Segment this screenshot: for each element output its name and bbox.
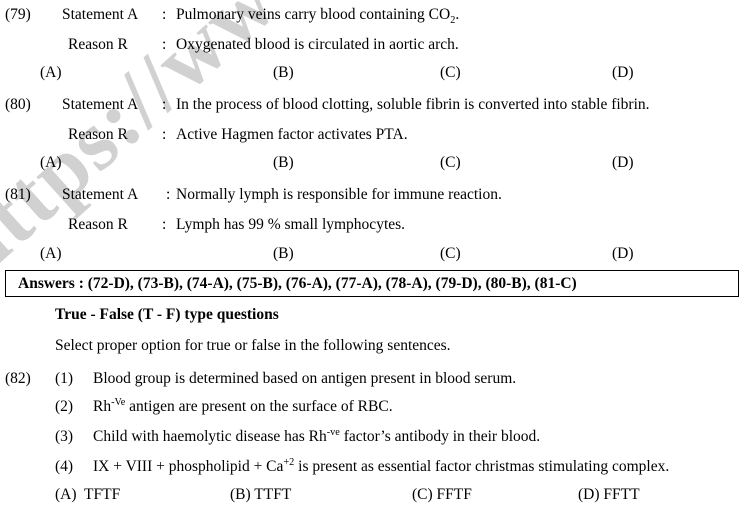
answers-box: Answers : (72-D), (73-B), (74-A), (75-B)… xyxy=(5,270,739,297)
reason-text-80: Active Hagmen factor activates PTA. xyxy=(176,126,408,143)
answer-option-row-82: (A) TFTF (B) TTFT (C) FFTF (D) FFTT xyxy=(0,486,746,508)
reason-text-81: Lymph has 99 % small lymphocytes. xyxy=(176,216,406,233)
option-d-80[interactable]: (D) xyxy=(612,154,634,171)
tf-item-number-3: (3) xyxy=(55,428,74,445)
statement-text-80: In the process of blood clotting, solubl… xyxy=(176,96,650,113)
option-row-81: (A) (B) (C) (D) xyxy=(0,245,746,265)
tf-item-text-3: Child with haemolytic disease has Rh-ve … xyxy=(93,426,541,445)
option-b-80[interactable]: (B) xyxy=(273,154,294,171)
answer-option-b-82[interactable]: (B) TTFT xyxy=(230,486,292,503)
statement-colon-81: : xyxy=(166,186,171,203)
reason-label-79: Reason R xyxy=(68,36,128,53)
tf-item-number-1: (1) xyxy=(55,370,74,387)
option-c-79[interactable]: (C) xyxy=(440,64,461,81)
option-b-81[interactable]: (B) xyxy=(273,245,294,262)
option-a-81[interactable]: (A) xyxy=(40,245,62,262)
reason-colon-81: : xyxy=(162,216,167,233)
option-b-79[interactable]: (B) xyxy=(273,64,294,81)
question-number-80: (80) xyxy=(5,96,31,113)
statement-colon-80: : xyxy=(162,96,167,113)
superscript-rh-negative-2: -Ve xyxy=(111,396,126,408)
question-number-79: (79) xyxy=(5,6,31,23)
superscript-calcium-charge: +2 xyxy=(283,456,295,468)
answer-option-c-82[interactable]: (C) FFTF xyxy=(412,486,472,503)
option-d-79[interactable]: (D) xyxy=(612,64,634,81)
statement-label-81: Statement A xyxy=(62,186,139,203)
superscript-rh-negative-3: -ve xyxy=(326,426,340,438)
option-a-80[interactable]: (A) xyxy=(40,154,62,171)
option-c-80[interactable]: (C) xyxy=(440,154,461,171)
statement-colon-79: : xyxy=(162,6,167,23)
reason-label-80: Reason R xyxy=(68,126,128,143)
statement-text-81: Normally lymph is responsible for immune… xyxy=(176,186,502,203)
question-number-81: (81) xyxy=(5,186,31,203)
subscript-co2: 2 xyxy=(450,15,456,27)
statement-label-79: Statement A xyxy=(62,6,139,23)
answer-option-d-82[interactable]: (D) FFTT xyxy=(578,486,640,503)
reason-label-81: Reason R xyxy=(68,216,128,233)
tf-item-number-2: (2) xyxy=(55,398,74,415)
reason-colon-80: : xyxy=(162,126,167,143)
tf-item-text-4: IX + VIII + phospholipid + Ca+2 is prese… xyxy=(93,456,670,475)
reason-text-79: Oxygenated blood is circulated in aortic… xyxy=(176,36,459,53)
option-a-79[interactable]: (A) xyxy=(40,64,62,81)
tf-item-number-4: (4) xyxy=(55,458,74,475)
answers-text: Answers : (72-D), (73-B), (74-A), (75-B)… xyxy=(18,275,577,292)
option-row-79: (A) (B) (C) (D) xyxy=(0,64,746,84)
option-d-81[interactable]: (D) xyxy=(612,245,634,262)
option-row-80: (A) (B) (C) (D) xyxy=(0,154,746,174)
true-false-instruction: Select proper option for true or false i… xyxy=(55,337,451,354)
question-number-82: (82) xyxy=(5,370,31,387)
statement-text-79: Pulmonary veins carry blood containing C… xyxy=(176,6,460,27)
statement-label-80: Statement A xyxy=(62,96,139,113)
answer-option-a-82[interactable]: (A) TFTF xyxy=(55,486,121,503)
tf-item-text-2: Rh-Ve antigen are present on the surface… xyxy=(93,396,393,415)
option-c-81[interactable]: (C) xyxy=(440,245,461,262)
true-false-heading: True - False (T - F) type questions xyxy=(55,306,279,323)
reason-colon-79: : xyxy=(162,36,167,53)
tf-item-text-1: Blood group is determined based on antig… xyxy=(93,370,517,387)
